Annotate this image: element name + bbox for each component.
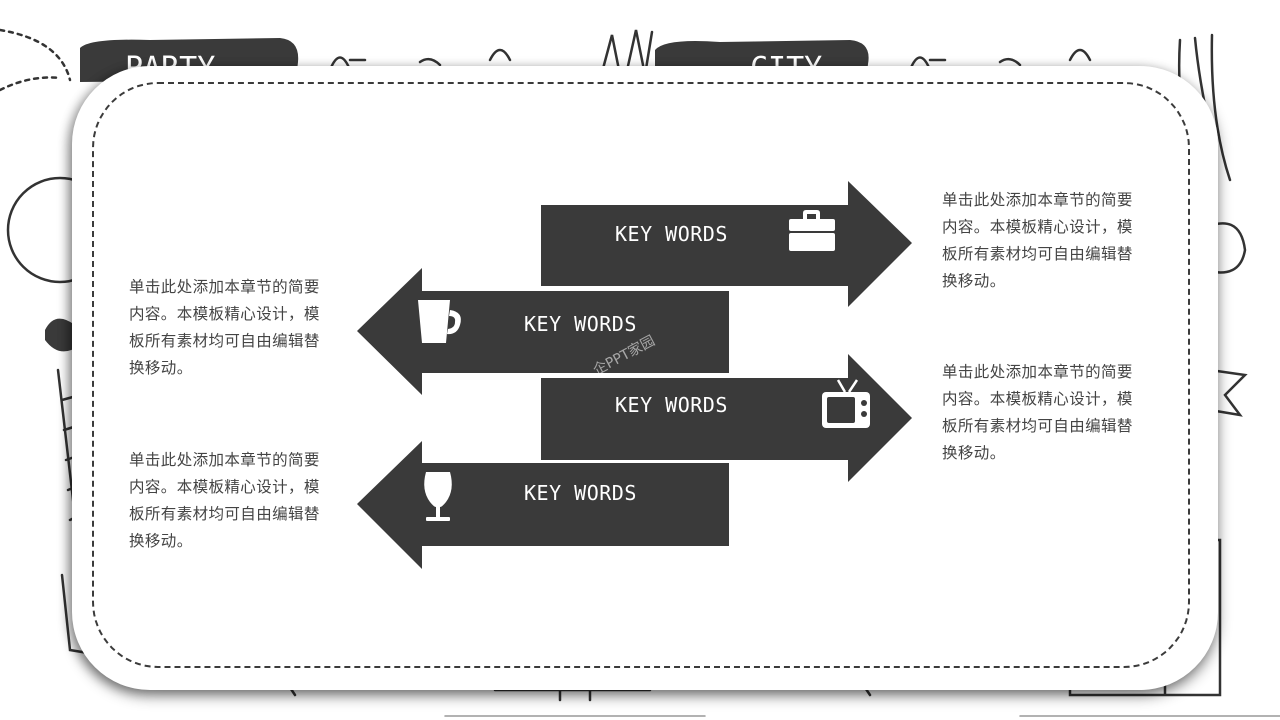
- card-dashed-border: [92, 82, 1190, 668]
- description-right-bottom: 单击此处添加本章节的简要内容。本模板精心设计，模板所有素材均可自由编辑替换移动。: [942, 363, 1133, 462]
- description-left-bottom: 单击此处添加本章节的简要内容。本模板精心设计，模板所有素材均可自由编辑替换移动。: [129, 451, 320, 550]
- description-left-top: 单击此处添加本章节的简要内容。本模板精心设计，模板所有素材均可自由编辑替换移动。: [129, 278, 320, 377]
- arrow-4-label: KEY WORDS: [524, 481, 637, 505]
- arrow-3-label: KEY WORDS: [615, 393, 728, 417]
- arrow-1-label: KEY WORDS: [615, 222, 728, 246]
- description-right-top: 单击此处添加本章节的简要内容。本模板精心设计，模板所有素材均可自由编辑替换移动。: [942, 191, 1133, 290]
- arrow-2-label: KEY WORDS: [524, 312, 637, 336]
